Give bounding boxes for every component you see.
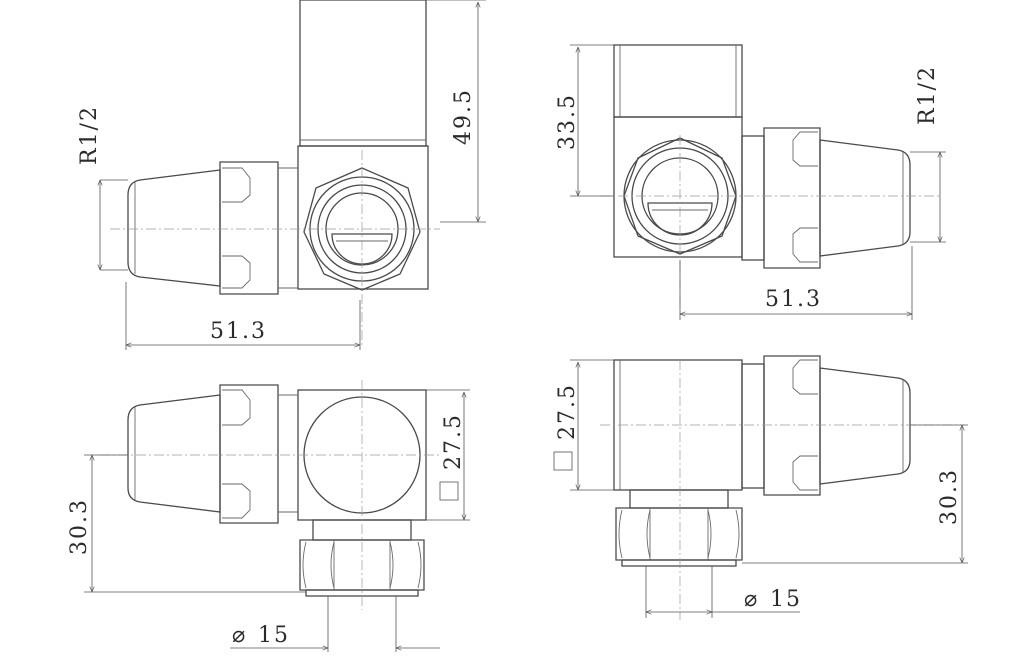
slot (647, 202, 713, 236)
hex-nut (763, 355, 821, 496)
hex-nut (219, 161, 279, 295)
view-top-left: R1/2 49.5 51.3 (77, 0, 486, 350)
valve-head (299, 0, 427, 147)
dim-thread-top-right: R1/2 (915, 65, 940, 125)
dim-pipe-bottom-right: 15 (770, 587, 802, 612)
hex-nut (763, 127, 821, 269)
square-symbol (439, 481, 459, 501)
diameter-symbol: ⌀ (744, 587, 757, 612)
view-bottom-right: 27.5 30.3 ⌀ 15 (553, 355, 968, 620)
slot (331, 233, 393, 265)
threaded-tail (819, 139, 911, 257)
view-bottom-left: 30.3 27.5 ⌀ 15 (67, 380, 470, 652)
union-nut (615, 507, 743, 561)
dim-offset-bottom-left: 30.3 (67, 498, 92, 555)
valve-head (613, 44, 743, 118)
dim-length-top-left: 51.3 (210, 319, 267, 344)
hex-nut (219, 384, 279, 524)
dim-cap-bottom-left: 27.5 (441, 413, 466, 470)
threaded-tail (127, 394, 221, 513)
threaded-tail (127, 169, 221, 287)
dim-height-top-right: 33.5 (555, 93, 580, 150)
threaded-tail (819, 367, 911, 485)
dim-thread-top-left: R1/2 (77, 105, 102, 165)
union-hex (623, 137, 737, 255)
union-nut (299, 539, 425, 591)
dim-offset-bottom-right: 30.3 (937, 468, 962, 525)
dim-cap-bottom-right: 27.5 (555, 383, 580, 440)
view-top-right: 33.5 R1/2 51.3 (555, 44, 946, 320)
dim-pipe-bottom-left: 15 (258, 623, 290, 648)
dim-height-top-left: 49.5 (451, 88, 476, 145)
valve-body (297, 145, 429, 290)
square-symbol (553, 451, 573, 471)
diameter-symbol: ⌀ (232, 623, 245, 648)
dim-length-top-right: 51.3 (765, 287, 822, 312)
